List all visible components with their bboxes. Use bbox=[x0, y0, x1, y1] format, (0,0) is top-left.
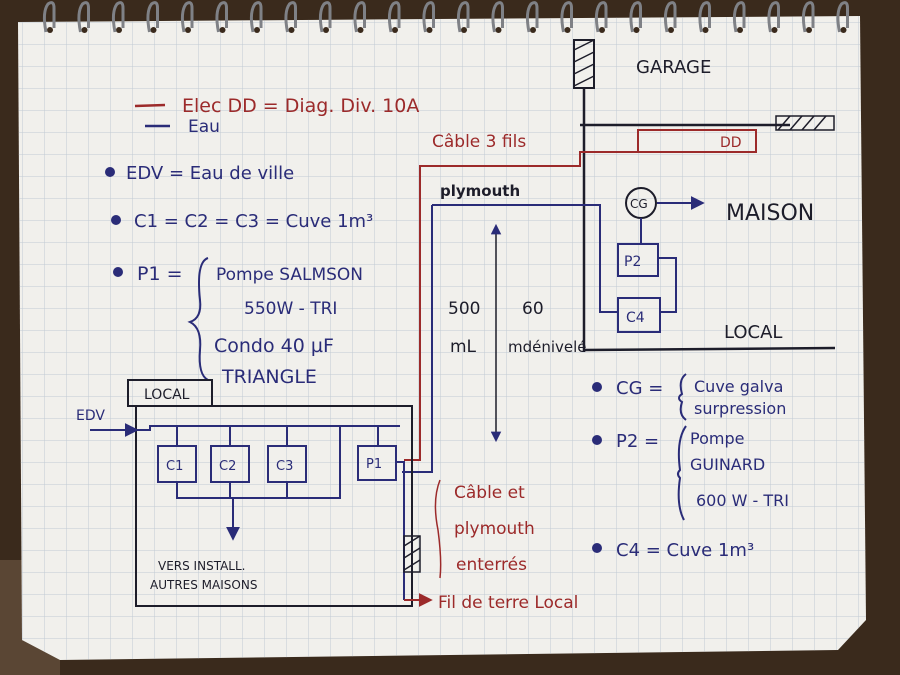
note-cg-line2: surpression bbox=[694, 399, 786, 418]
c3-label: C3 bbox=[276, 459, 293, 474]
note-p2-label: P2 = bbox=[616, 431, 659, 452]
note-p2-line1: Pompe bbox=[690, 429, 744, 448]
bullet-dot-icon bbox=[592, 435, 602, 445]
label-cable-3-fils: Câble 3 fils bbox=[432, 132, 526, 152]
label-maison: MAISON bbox=[726, 201, 814, 226]
distance-right-2: mdénivelé bbox=[508, 338, 587, 356]
note-p1-line3: Condo 40 µF bbox=[214, 335, 334, 357]
legend-eau-label: Eau bbox=[188, 117, 220, 137]
note-p2-line3: 600 W - TRI bbox=[696, 491, 789, 510]
p2-label: P2 bbox=[624, 254, 641, 270]
distance-right-1: 60 bbox=[522, 299, 544, 319]
bullet-dot-icon bbox=[113, 267, 123, 277]
legend-elec-label: Elec DD = Diag. Div. 10A bbox=[182, 95, 419, 117]
edv-in-label: EDV bbox=[76, 408, 105, 424]
c4-label: C4 bbox=[626, 310, 645, 326]
note-p1-label: P1 = bbox=[137, 263, 183, 285]
label-local-right: LOCAL bbox=[724, 322, 782, 343]
p1-label: P1 bbox=[366, 457, 382, 472]
note-cg-label: CG = bbox=[616, 378, 663, 399]
c2-label: C2 bbox=[219, 459, 236, 474]
buried-line3: enterrés bbox=[456, 555, 527, 575]
dd-label: DD bbox=[720, 135, 742, 151]
note-p1-line2: 550W - TRI bbox=[244, 299, 337, 319]
distance-left-2: mL bbox=[450, 337, 477, 357]
bullet-dot-icon bbox=[111, 215, 121, 225]
legend-elec-swatch bbox=[135, 105, 165, 106]
note-c-tanks: C1 = C2 = C3 = Cuve 1m³ bbox=[134, 211, 373, 232]
distance-left-1: 500 bbox=[448, 299, 480, 319]
note-cg-line1: Cuve galva bbox=[694, 377, 783, 396]
label-plymouth: plymouth bbox=[440, 182, 520, 200]
c1-label: C1 bbox=[166, 459, 183, 474]
note-c4: C4 = Cuve 1m³ bbox=[616, 540, 754, 561]
note-p2-line2: GUINARD bbox=[690, 455, 765, 474]
buried-line2: plymouth bbox=[454, 519, 535, 539]
note-p1-line4: TRIANGLE bbox=[221, 366, 317, 388]
label-local-left: LOCAL bbox=[144, 387, 190, 403]
bullet-dot-icon bbox=[592, 382, 602, 392]
bullet-dot-icon bbox=[105, 167, 115, 177]
note-edv: EDV = Eau de ville bbox=[126, 163, 294, 184]
bullet-dot-icon bbox=[592, 543, 602, 553]
buried-line1: Câble et bbox=[454, 483, 525, 503]
earth-wire-label: Fil de terre Local bbox=[438, 593, 578, 613]
cg-label: CG bbox=[630, 197, 648, 211]
note-p1-line1: Pompe SALMSON bbox=[216, 265, 363, 285]
local-box-line1: VERS INSTALL. bbox=[158, 559, 246, 573]
label-garage: GARAGE bbox=[636, 57, 711, 78]
local-box-line2: AUTRES MAISONS bbox=[150, 578, 257, 592]
